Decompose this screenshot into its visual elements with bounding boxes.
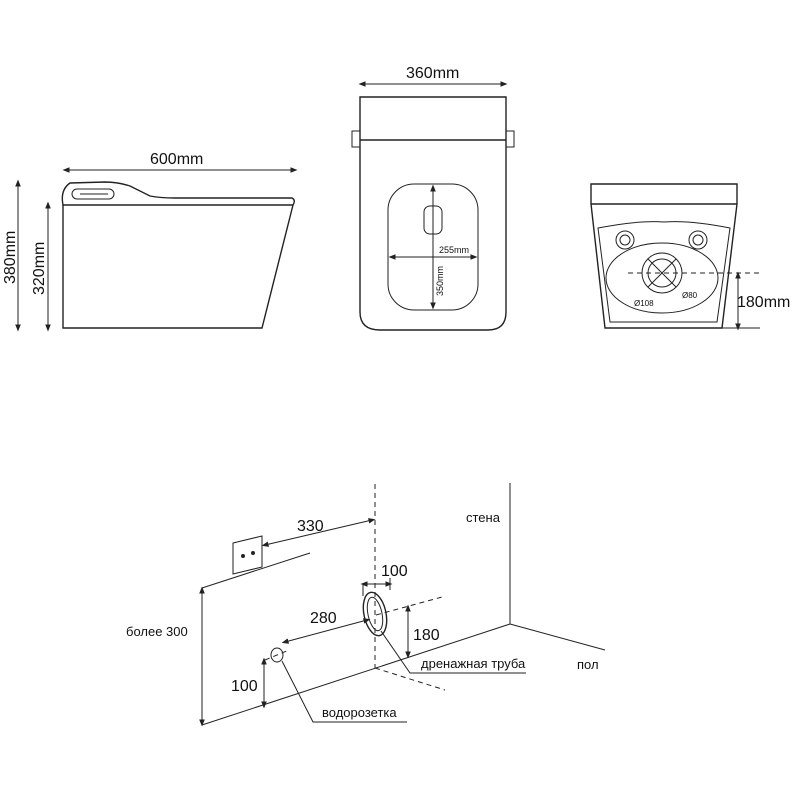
height-body-dimension-label: 320mm [31,242,48,295]
side-view-lid [61,181,295,206]
socket-height-label: более 300 [126,624,188,639]
bottom-view-inner-outline [597,221,731,323]
outlet-outer-label: Ø108 [634,299,654,308]
floor-left-edge [201,623,511,726]
installation-view: 330 100 180 280 100 более 300 дренажная … [126,483,606,727]
water-socket [270,647,284,663]
top-view-hinge-right [505,130,515,148]
bottom-view-base-ring [605,242,719,314]
length-dimension-label: 600mm [150,151,203,168]
outlet-cross-2 [647,258,677,288]
bottom-view-body [590,183,738,329]
bottom-view-foot-left [615,230,635,250]
inner-width-dimension-label: 255mm [439,245,469,255]
water-socket-label: водорозетка [322,705,397,720]
drain-axis-line [375,596,443,616]
socket-distance-dimension-line [261,518,376,547]
water-distance-label: 280 [310,610,337,627]
inner-length-dimension-label: 350mm [435,266,445,296]
bottom-view: 180mm Ø108 Ø80 [590,183,790,331]
socket-hole-right [251,551,255,555]
top-view-hinge-left [351,130,361,148]
top-view-bowl-opening [387,183,479,311]
outlet-inner-label: Ø80 [682,291,698,300]
drain-leader-line [380,630,526,674]
water-height-label: 100 [231,678,258,695]
water-distance-dimension-line [281,618,371,644]
socket-distance-label: 330 [297,518,324,535]
side-view-panel [71,188,115,200]
water-socket-axis [264,649,290,661]
wall-label: стена [466,510,501,525]
width-dimension-label: 360mm [406,65,459,82]
top-view: 360mm 255mm 350mm [351,65,515,331]
drain-width-label: 100 [381,563,408,580]
outlet-height-dimension-label: 180mm [737,294,790,311]
side-view: 600mm 380mm 320mm [2,151,298,332]
drain-pipe-label: дренажная труба [421,656,526,671]
drain-height-label: 180 [413,627,440,644]
height-total-dimension-label: 380mm [2,231,19,284]
bottom-view-foot-right [688,230,708,250]
bottom-view-foot-right-inner [692,234,704,246]
bottom-view-foot-left-inner [619,234,631,246]
floor-label: пол [577,657,599,672]
floor-center-line [374,667,446,691]
floor-right-edge [509,623,606,651]
socket-hole-left [241,554,245,558]
water-leader-line [281,660,407,723]
side-view-body [62,204,294,329]
wall-left-edge [201,552,311,589]
drain-pipe-outer [362,591,388,637]
electric-socket [232,535,263,575]
top-view-body [359,96,507,331]
drain-pipe-inner [366,596,384,632]
